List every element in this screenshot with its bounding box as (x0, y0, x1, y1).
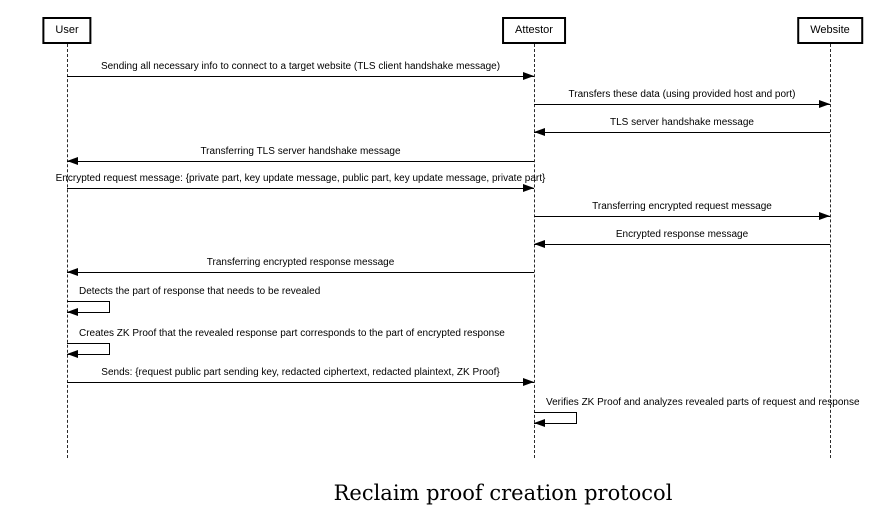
actor-box-attestor: Attestor (502, 17, 566, 44)
message-label: Transferring TLS server handshake messag… (200, 146, 401, 157)
arrowhead-icon (534, 128, 545, 136)
message-line (67, 272, 534, 273)
lifeline-user (66, 44, 68, 458)
arrowhead-icon (67, 268, 78, 276)
message-line (534, 244, 830, 245)
arrowhead-icon (534, 240, 545, 248)
message-label: TLS server handshake message (610, 117, 754, 128)
actor-box-website: Website (797, 17, 863, 44)
arrowhead-icon (819, 100, 830, 108)
message-label: Sends: {request public part sending key,… (101, 367, 500, 378)
arrowhead-icon (534, 419, 545, 427)
message-label: Verifies ZK Proof and analyzes revealed … (546, 397, 860, 408)
lifeline-attestor (533, 44, 535, 458)
message-label: Transferring encrypted response message (206, 257, 395, 268)
message-label: Sending all necessary info to connect to… (100, 61, 501, 72)
lifeline-website (829, 44, 831, 458)
diagram-caption: Reclaim proof creation protocol (333, 481, 673, 505)
message-label: Encrypted request message: {private part… (55, 173, 546, 184)
message-line (534, 216, 830, 217)
message-line (67, 188, 534, 189)
message-label: Transfers these data (using provided hos… (568, 89, 796, 100)
arrowhead-icon (67, 308, 78, 316)
message-line (67, 76, 534, 77)
message-label: Encrypted response message (615, 229, 749, 240)
arrowhead-icon (819, 212, 830, 220)
message-line (534, 132, 830, 133)
message-label: Creates ZK Proof that the revealed respo… (79, 328, 505, 339)
arrowhead-icon (523, 72, 534, 80)
self-message-loop (534, 412, 577, 424)
arrowhead-icon (67, 350, 78, 358)
self-message-loop (67, 301, 110, 313)
message-line (67, 382, 534, 383)
message-line (534, 104, 830, 105)
actor-box-user: User (42, 17, 92, 44)
self-message-loop (67, 343, 110, 355)
arrowhead-icon (67, 157, 78, 165)
message-line (67, 161, 534, 162)
arrowhead-icon (523, 378, 534, 386)
message-label: Detects the part of response that needs … (79, 286, 321, 297)
message-label: Transferring encrypted request message (592, 201, 772, 212)
arrowhead-icon (523, 184, 534, 192)
